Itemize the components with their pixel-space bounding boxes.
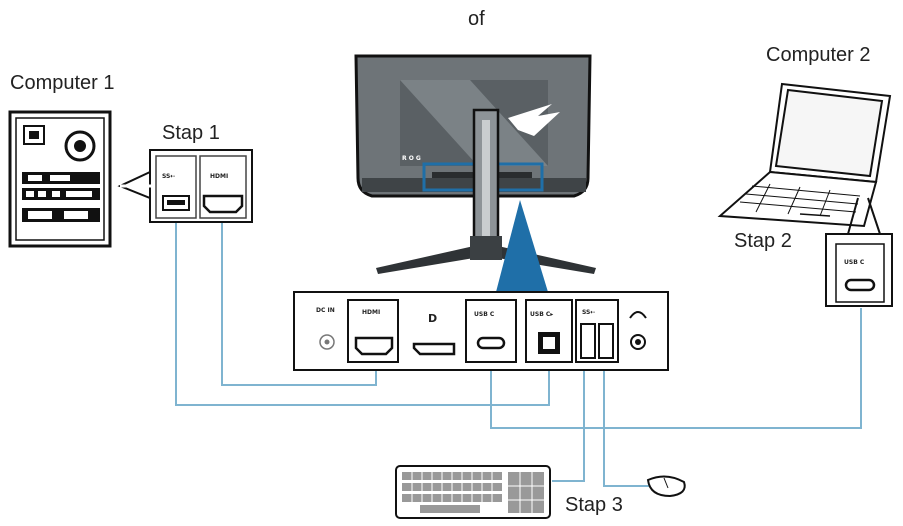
monitor: R O G [354, 54, 596, 292]
laptop [717, 82, 892, 228]
svg-text:SS⇠: SS⇠ [162, 173, 175, 180]
svg-text:USB C: USB C [474, 311, 495, 318]
usb-a-port-1-icon [580, 323, 596, 359]
hdmi-port-icon [202, 194, 244, 214]
mouse [646, 475, 686, 498]
cable-usbc-laptop [490, 308, 862, 429]
svg-text:DC IN: DC IN [316, 307, 335, 314]
laptop-usbc-port-icon [844, 278, 876, 292]
keyboard [395, 465, 551, 519]
laptop-port-callout: USB C [825, 197, 893, 307]
computer1-tower [8, 110, 112, 248]
svg-text:USB C: USB C [844, 259, 865, 266]
rog-logo-icon [508, 104, 560, 136]
cable-mouse [603, 368, 650, 487]
monitor-port-panel: DC IN HDMI D USB C USB C▸ SS⇠ [293, 291, 669, 371]
cables [175, 218, 862, 487]
computer1-label: Computer 1 [10, 72, 115, 94]
cable-usb-computer1 [175, 218, 550, 406]
svg-text:USB C▸: USB C▸ [530, 311, 553, 318]
cable-hdmi-computer1 [221, 218, 377, 386]
step2-label: Stap 2 [734, 230, 792, 252]
zoom-triangle [496, 200, 548, 292]
svg-text:HDMI: HDMI [362, 309, 380, 316]
step1-label: Stap 1 [162, 122, 220, 144]
monitor-usbc-port-icon [476, 336, 506, 350]
headphone-icon [629, 311, 647, 319]
svg-text:HDMI: HDMI [210, 173, 228, 180]
computer1-port-callout: SS⇠ HDMI [117, 149, 253, 223]
usb-a-port-2-icon [598, 323, 614, 359]
computer2-label: Computer 2 [766, 44, 871, 66]
monitor-hdmi-port-icon [354, 336, 394, 356]
displayport-icon [412, 342, 456, 356]
cable-keyboard [552, 368, 585, 482]
step3-label: Stap 3 [565, 494, 623, 516]
svg-text:D: D [428, 312, 437, 325]
top-text: of [468, 8, 485, 30]
svg-text:SS⇠: SS⇠ [582, 309, 595, 316]
svg-text:R O G: R O G [402, 155, 421, 162]
